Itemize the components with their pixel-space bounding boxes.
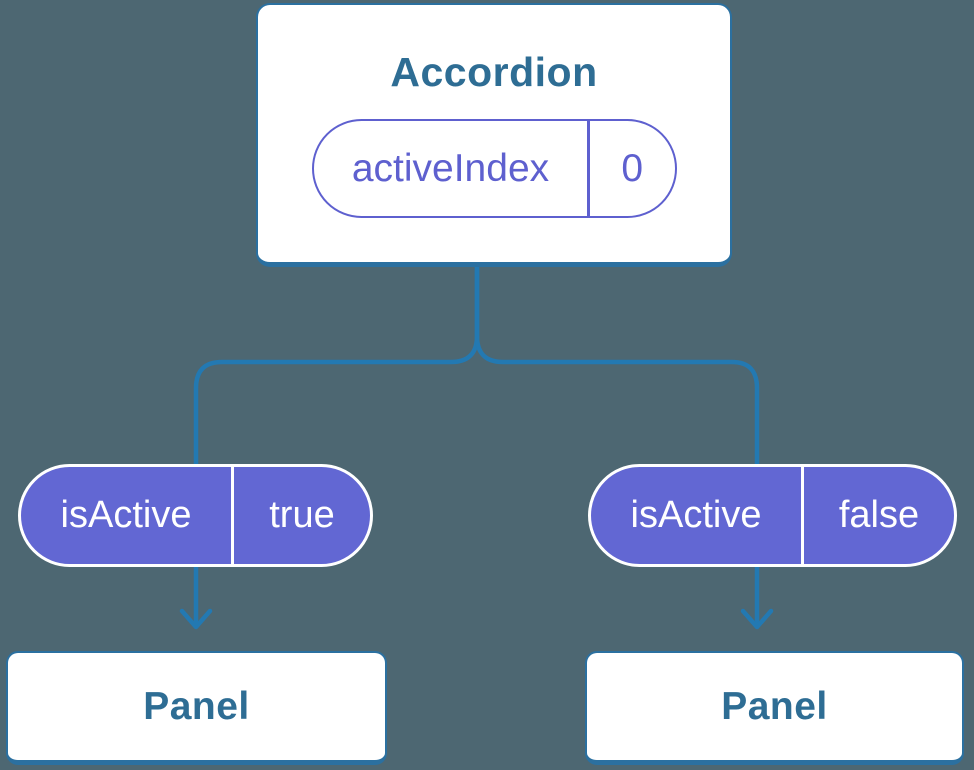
connector-branch-right: [474, 262, 760, 627]
component-title: Accordion: [390, 49, 598, 95]
prop-value: false: [838, 494, 920, 536]
prop-value: true: [269, 494, 335, 536]
prop-name: isActive: [630, 494, 762, 536]
prop-name: isActive: [60, 494, 192, 536]
state-value: 0: [621, 146, 644, 190]
arrow-down-icon: [740, 608, 774, 630]
panel-component-card-left: Panel: [6, 651, 387, 765]
arrow-down-icon: [179, 608, 213, 630]
panel-component-card-right: Panel: [585, 651, 964, 765]
accordion-component-card: Accordion activeIndex 0: [256, 3, 732, 267]
prop-pill-left: isActive true: [18, 464, 373, 567]
pill-divider: [231, 467, 234, 564]
connector-branch-left: [193, 262, 480, 627]
state-name: activeIndex: [351, 146, 550, 190]
component-title: Panel: [721, 684, 828, 728]
pill-divider: [587, 121, 590, 216]
component-title: Panel: [143, 684, 250, 728]
state-pill: activeIndex 0: [312, 119, 677, 218]
pill-divider: [801, 467, 804, 564]
prop-pill-right: isActive false: [588, 464, 957, 567]
